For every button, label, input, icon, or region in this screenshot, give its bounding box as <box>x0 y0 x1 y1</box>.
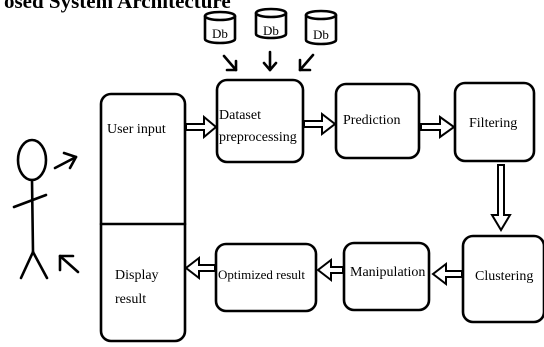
user-figure-icon <box>12 138 49 280</box>
filtering-box <box>453 81 536 163</box>
user-input-label: User input <box>107 122 166 137</box>
diagram-title: osed System Architecture <box>4 0 231 13</box>
optimized-result-label: Optimized result <box>218 267 306 282</box>
output-arrow-icon <box>58 254 80 274</box>
flow-arrow-icon <box>185 114 218 140</box>
clustering-label: Clustering <box>475 269 534 284</box>
database-icon <box>254 7 288 40</box>
flow-arrow-icon <box>184 255 216 281</box>
database-icon <box>304 9 338 46</box>
manipulation-label: Manipulation <box>350 265 426 280</box>
db-arrow-icon <box>222 54 238 72</box>
flow-arrow-icon <box>431 261 463 287</box>
optimized-result-box <box>214 242 318 313</box>
db-arrow-icon <box>262 50 278 72</box>
input-arrow-icon <box>53 151 78 170</box>
database-label: Db <box>212 26 228 41</box>
flow-arrow-icon <box>490 164 512 232</box>
database-label: Db <box>313 27 329 42</box>
display-result-label-line1: Display <box>115 268 159 283</box>
db-arrow-icon <box>298 53 315 72</box>
manipulation-box <box>342 241 431 312</box>
clustering-box <box>461 234 544 324</box>
flow-arrow-icon <box>316 257 344 283</box>
database-label: Db <box>263 23 279 38</box>
prediction-label: Prediction <box>343 113 401 128</box>
flow-arrow-icon <box>303 111 337 137</box>
database-icon <box>203 10 237 45</box>
flow-arrow-icon <box>420 115 456 139</box>
user-io-box <box>99 92 187 343</box>
prediction-box <box>334 82 421 160</box>
display-result-label-line2: result <box>115 292 147 307</box>
dataset-preprocessing-label-line2: preprocessing <box>219 130 297 145</box>
dataset-preprocessing-label-line1: Dataset <box>219 108 261 123</box>
filtering-label: Filtering <box>469 116 518 131</box>
